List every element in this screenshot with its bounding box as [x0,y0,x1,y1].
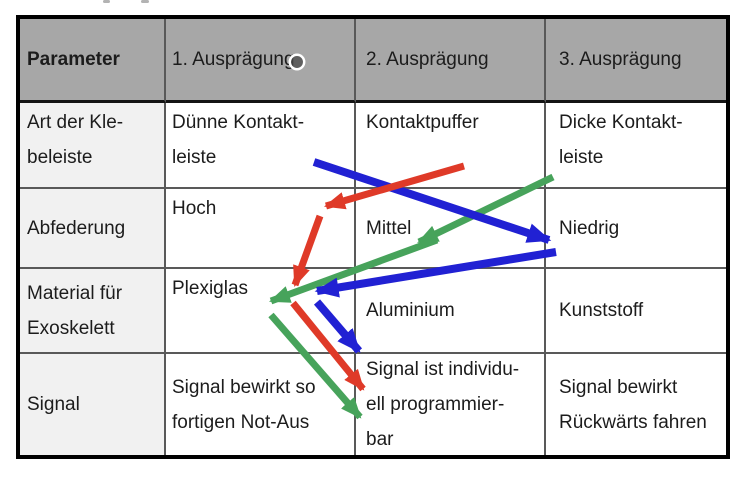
option-cell: Plexiglas [166,269,356,354]
header-cell: Parameter [20,19,166,103]
cell-text-line: Parameter [27,49,120,70]
option-cell: Kontaktpuffer [356,103,546,189]
option-cell: Aluminium [356,269,546,354]
cell-text-line: Signal bewirkt so [172,376,316,398]
morphological-table: Parameter 1. Ausprägung 2. Ausprägung 3. Au… [16,15,730,459]
cell-text-line: beleiste [27,147,93,168]
cropped-text-remnant [103,0,110,3]
row-label-cell: Abfederung [20,189,166,269]
option-cell: Dünne Kontakt-leiste [166,103,356,189]
cell-text-line: Signal bewirkt [559,376,678,398]
option-cell: Dicke Kontakt-leiste [546,103,726,189]
cell-text-line: leiste [559,147,604,168]
cell-text-line: Kontaktpuffer [366,112,479,133]
cell-text-line: Dicke Kontakt- [559,112,683,133]
cell-text-line: Art der Kle- [27,112,124,133]
cell-text-line: Mittel [366,217,412,239]
cell-text-line: Kunststoff [559,300,644,321]
cell-text-line: Niedrig [559,217,620,239]
cell-text-line: 1. Ausprägung [172,49,295,70]
cell-text-line: Plexiglas [172,278,249,299]
cell-text-line: leiste [172,147,217,168]
cell-text-line: Material für [27,282,123,304]
cell-text-line: bar [366,429,394,450]
cell-text-line: Abfederung [27,217,126,239]
header-cell: 3. Ausprägung [546,19,726,103]
option-cell: Hoch [166,189,356,269]
cell-text-line: Dünne Kontakt- [172,112,305,133]
option-cell: Signal bewirkt so fortigen Not-Aus [166,354,356,455]
option-cell: Mittel [356,189,546,269]
cell-text-line: Signal ist individu- [366,359,520,380]
option-cell: Niedrig [546,189,726,269]
cell-text-line: Rückwärts fahren [559,411,707,433]
cropped-text-remnant [141,0,149,3]
cell-text-line: Signal [27,394,80,415]
header-cell: 1. Ausprägung [166,19,356,103]
option-cell: Kunststoff [546,269,726,354]
option-cell: Signal ist individu-ell programmier-bar [356,354,546,455]
row-label-cell: Signal [20,354,166,455]
cell-text-line: fortigen Not-Aus [172,411,310,433]
cell-text-line: ell programmier- [366,394,505,415]
cell-text-line: Exoskelett [27,317,115,339]
row-label-cell: Art der Kle-beleiste [20,103,166,189]
cell-text-line: Aluminium [366,300,455,321]
cell-text-line: Hoch [172,198,217,219]
cell-text-line: 2. Ausprägung [366,49,489,70]
header-cell: 2. Ausprägung [356,19,546,103]
cell-text-line: 3. Ausprägung [559,49,682,70]
